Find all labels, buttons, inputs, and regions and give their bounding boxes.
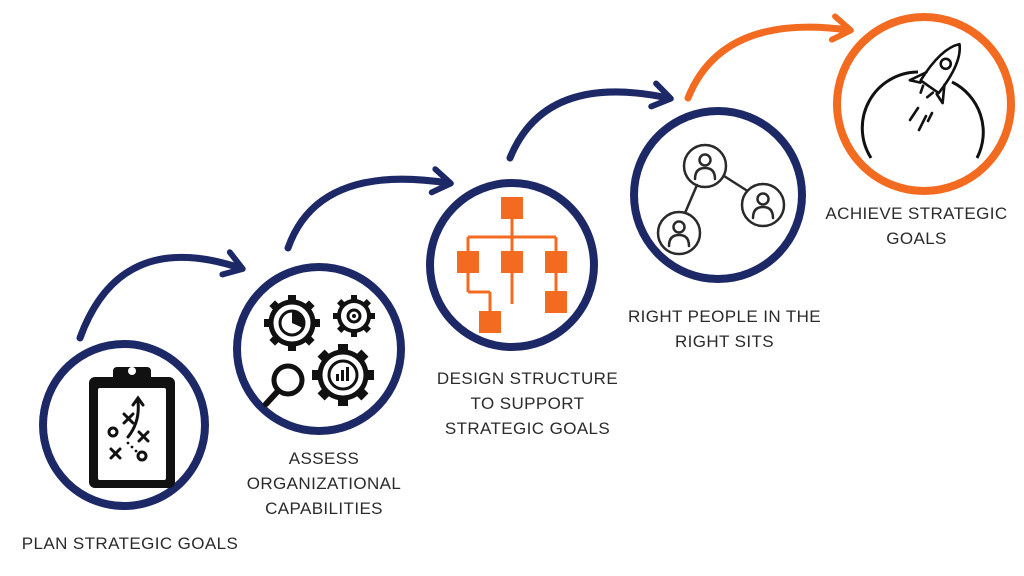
arrow-step4-to-step5	[684, 13, 854, 102]
step2-label-line: ORGANIZATIONAL	[246, 474, 402, 493]
step1-label: PLAN STRATEGIC GOALS	[10, 531, 250, 556]
step4-circle	[630, 107, 806, 283]
step5-label-line: ACHIEVE STRATEGIC	[825, 204, 1008, 223]
step3-label-line: TO SUPPORT	[470, 394, 585, 413]
step4-label-line: RIGHT SITS	[674, 332, 775, 351]
step3-label-line: DESIGN STRUCTURE	[436, 369, 619, 388]
step4-label: RIGHT PEOPLE IN THE RIGHT SITS	[612, 304, 837, 354]
step3-label: DESIGN STRUCTURE TO SUPPORT STRATEGIC GO…	[420, 366, 635, 441]
clipboard-strategy-icon	[89, 367, 175, 488]
arrow-step1-to-step2	[76, 249, 246, 342]
arrow-step3-to-step4	[506, 80, 674, 162]
step3-label-line: STRATEGIC GOALS	[444, 419, 611, 438]
step2-label: ASSESS ORGANIZATIONAL CAPABILITIES	[224, 446, 424, 521]
rocket-icon	[860, 42, 985, 159]
org-chart-icon	[457, 197, 567, 333]
step2-circle	[233, 263, 405, 435]
step5-label: ACHIEVE STRATEGIC GOALS	[814, 201, 1019, 251]
step5-circle	[833, 13, 1015, 195]
people-network-icon	[656, 143, 786, 256]
arrow-step2-to-step3	[284, 166, 454, 252]
step4-label-line: RIGHT PEOPLE IN THE	[627, 307, 822, 326]
step2-label-line: CAPABILITIES	[265, 499, 383, 518]
step2-label-line: ASSESS	[288, 449, 360, 468]
gears-magnifier-icon	[263, 295, 375, 407]
step5-label-line: GOALS	[886, 229, 947, 248]
step1-label-line: PLAN STRATEGIC GOALS	[21, 534, 239, 553]
